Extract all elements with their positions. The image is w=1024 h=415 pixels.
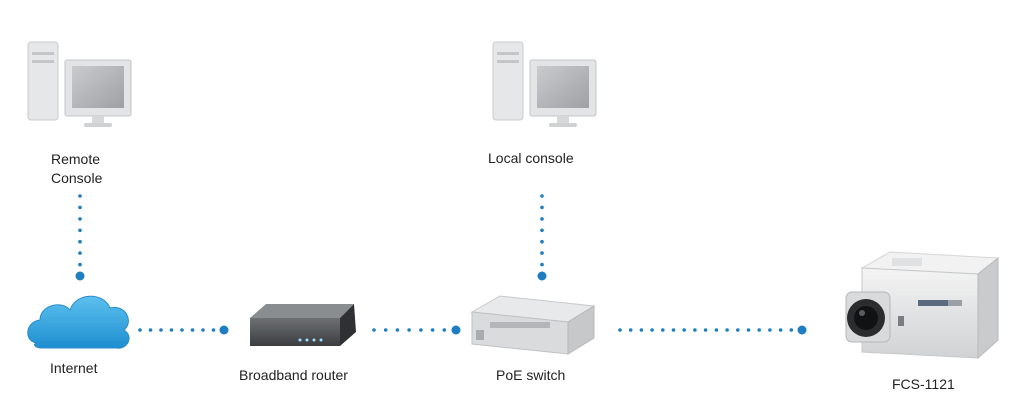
link-dot xyxy=(211,328,216,332)
link-dot xyxy=(383,328,388,332)
poe-switch-icon xyxy=(470,295,596,355)
link-dot xyxy=(778,328,783,332)
link-dot xyxy=(419,328,423,332)
internet-label: Internet xyxy=(50,360,98,376)
link-local-to-switch xyxy=(537,194,547,281)
link-dot xyxy=(540,239,544,244)
broadband-router-label: Broadband router xyxy=(239,367,348,383)
link-dot xyxy=(159,328,163,332)
link-dot xyxy=(757,328,761,332)
link-router-to-switch xyxy=(372,325,461,335)
remote-console-label-line2: Console xyxy=(51,170,103,186)
link-dot xyxy=(395,328,400,332)
link-dot xyxy=(768,328,772,332)
link-dot xyxy=(78,228,82,233)
link-dot xyxy=(618,328,622,332)
link-dot xyxy=(78,239,82,244)
link-dot xyxy=(540,262,544,267)
link-end-dot xyxy=(537,271,547,281)
link-dot xyxy=(540,228,544,233)
link-dot xyxy=(78,217,82,221)
link-dot xyxy=(78,205,82,210)
link-dot xyxy=(639,328,644,332)
link-dot xyxy=(671,328,676,332)
link-dot xyxy=(78,251,82,255)
link-remote-to-internet xyxy=(75,194,85,281)
local-console-computer-icon xyxy=(492,41,597,127)
link-end-dot xyxy=(451,325,461,335)
link-end-dot xyxy=(75,271,85,281)
link-dot xyxy=(169,328,174,332)
remote-console-computer-icon xyxy=(27,41,132,127)
link-dot xyxy=(540,205,544,210)
internet-cloud-icon xyxy=(27,295,130,349)
link-dot xyxy=(148,328,153,332)
link-dot xyxy=(540,194,544,198)
link-dot xyxy=(746,328,751,332)
remote-console-label-line1: Remote xyxy=(51,151,101,167)
broadband-router-icon xyxy=(250,304,356,346)
link-dot xyxy=(714,328,719,332)
local-console-label: Local console xyxy=(488,150,574,166)
link-dot xyxy=(736,328,740,332)
link-dot xyxy=(703,328,708,332)
link-dot xyxy=(78,262,82,267)
link-dot xyxy=(442,328,447,332)
link-switch-to-camera xyxy=(618,325,807,335)
link-dot xyxy=(540,251,544,255)
link-dot xyxy=(430,328,435,332)
camera-model-label: FCS-1121 xyxy=(892,376,955,392)
remote-console-label: Remote Console xyxy=(51,150,121,188)
poe-switch-label: PoE switch xyxy=(496,367,566,383)
link-dot xyxy=(201,328,205,332)
link-dot xyxy=(682,328,686,332)
link-dot xyxy=(725,328,729,332)
link-dot xyxy=(661,328,665,332)
link-dot xyxy=(78,194,82,198)
ip-camera-icon xyxy=(845,251,1000,360)
link-dot xyxy=(190,328,195,332)
link-end-dot xyxy=(219,325,229,335)
link-dot xyxy=(372,328,376,332)
link-dot xyxy=(693,328,697,332)
link-dot xyxy=(650,328,654,332)
link-dot xyxy=(180,328,184,332)
link-end-dot xyxy=(797,325,807,335)
link-dot xyxy=(138,328,142,332)
link-dot xyxy=(789,328,794,332)
link-dot xyxy=(540,217,544,221)
link-dot xyxy=(407,328,411,332)
link-internet-to-router xyxy=(138,325,229,335)
link-dot xyxy=(628,328,633,332)
